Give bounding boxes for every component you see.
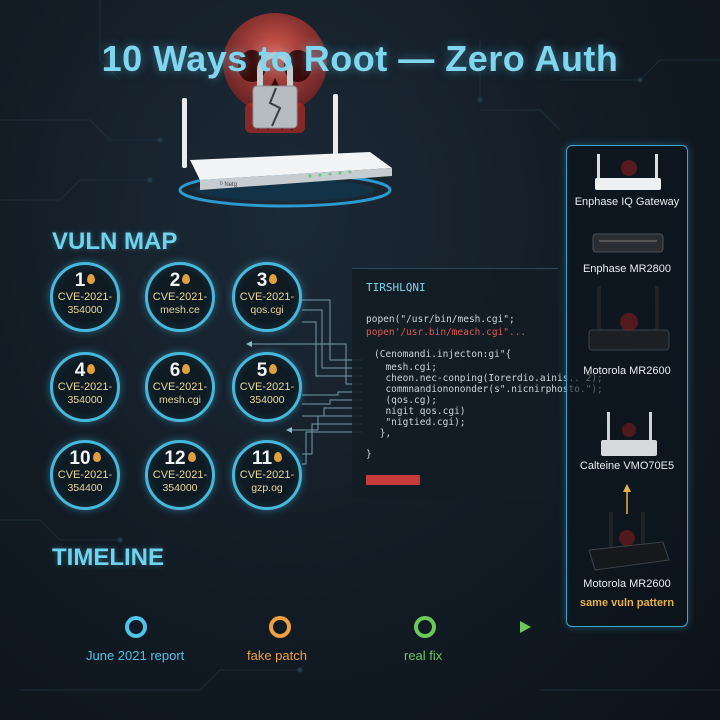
same-vuln-note: same vuln pattern: [579, 597, 675, 609]
code-line: mesh.cgi;: [374, 362, 437, 373]
timeline-marker-1: [125, 616, 147, 638]
enphase-gateway-icon: [595, 154, 661, 190]
drop-icon: [182, 274, 191, 284]
code-line: }: [366, 449, 372, 460]
vuln-node-cve: CVE-2021-: [152, 291, 208, 303]
device-label-4: Calteine VMO70E5: [579, 460, 675, 472]
vuln-node-file: 354400: [67, 482, 103, 494]
vuln-node-number: 3: [235, 271, 299, 291]
enphase-mr2800-icon: [592, 233, 664, 253]
code-line: popen("/usr/bin/mesh.cgi";: [366, 314, 515, 325]
vuln-node-cve: CVE-2021-: [239, 291, 295, 303]
timeline-label-2: fake patch: [247, 648, 307, 663]
code-line: popen'/usr.bin/meach.cgi"...: [366, 327, 527, 338]
vuln-node-number: 1: [53, 271, 117, 291]
highlight-bar: [366, 475, 420, 485]
vuln-node-cve: CVE-2021-: [57, 291, 113, 303]
vuln-map-heading: VULN MAP: [52, 228, 178, 255]
vuln-node-cve: CVE-2021-: [57, 469, 113, 481]
vuln-node-cve: CVE-2021-: [57, 381, 113, 393]
vuln-node-number: 10: [53, 449, 117, 469]
code-line: "nigtied.cgi);: [374, 417, 466, 428]
drop-icon: [187, 452, 196, 462]
code-panel: TIRSHLQNI popen("/usr/bin/mesh.cgi"; pope…: [352, 268, 603, 499]
vuln-node-file: 354000: [162, 482, 198, 494]
drop-icon: [87, 274, 96, 284]
vuln-node-number: 2: [148, 271, 212, 291]
code-line: nigit qos.cgi): [374, 406, 466, 417]
calteine-router-icon: [601, 412, 657, 456]
drop-icon: [269, 364, 278, 374]
timeline-label-3: real fix: [404, 648, 443, 663]
motorola-mr2600-icon: [588, 286, 670, 351]
vuln-node-number: 12: [148, 449, 212, 469]
vuln-node-file: qos.cgi: [250, 304, 284, 316]
device-label-3: Motorola MR2600: [583, 365, 671, 377]
vuln-node-file: 354000: [67, 304, 103, 316]
code-header: TIRSHLQNI: [366, 281, 426, 294]
router-icon: ᴰ Netg: [178, 94, 392, 208]
drop-icon: [87, 364, 96, 374]
code-line: (qos.cg);: [374, 395, 437, 406]
vuln-node-file: mesh.ce: [160, 304, 200, 316]
code-line: (Cenomandi.injecton:gi"{: [374, 349, 512, 360]
device-label-5: Motorola MR2600: [583, 578, 671, 590]
vuln-node-cve: CVE-2021-: [152, 469, 208, 481]
timeline-marker-3: [414, 616, 436, 638]
vuln-node-file: 354000: [249, 394, 285, 406]
timeline-marker-2: [269, 616, 291, 638]
page-title: 10 Ways to Root — Zero Auth: [101, 38, 619, 79]
code-line: commnandionononder(s".nicnirphosto.");: [374, 384, 603, 395]
device-images: [588, 154, 670, 571]
code-line: },: [374, 428, 392, 439]
drop-icon: [92, 452, 101, 462]
vuln-node-cve: CVE-2021-: [239, 381, 295, 393]
timeline-label-1: June 2021 report: [86, 648, 185, 663]
svg-text:ᴰ Netg: ᴰ Netg: [220, 181, 237, 188]
vuln-node-number: 6: [148, 361, 212, 381]
motorola-mr2600-icon-2: [588, 512, 670, 571]
vuln-node-number: 5: [235, 361, 299, 381]
vuln-node-number: 4: [53, 361, 117, 381]
drop-icon: [182, 364, 191, 374]
device-label-2: Enphase MR2800: [582, 263, 672, 275]
device-label-1: Enphase IQ Gateway: [574, 196, 680, 208]
vuln-node-cve: CVE-2021-: [239, 469, 295, 481]
vuln-node-number: 11: [235, 449, 299, 469]
timeline-heading: TIMELINE: [52, 544, 164, 571]
vuln-node-file: gzp.og: [251, 482, 283, 494]
affected-devices-panel: Enphase IQ Gateway Enphase MR2800 Motoro…: [566, 145, 688, 627]
vuln-node-file: 354000: [67, 394, 103, 406]
vuln-node-cve: CVE-2021-: [152, 381, 208, 393]
skull-lock-icon: [223, 13, 327, 133]
drop-icon: [269, 274, 278, 284]
drop-icon: [274, 452, 283, 462]
vuln-node-file: mesh.cgi: [158, 394, 201, 406]
